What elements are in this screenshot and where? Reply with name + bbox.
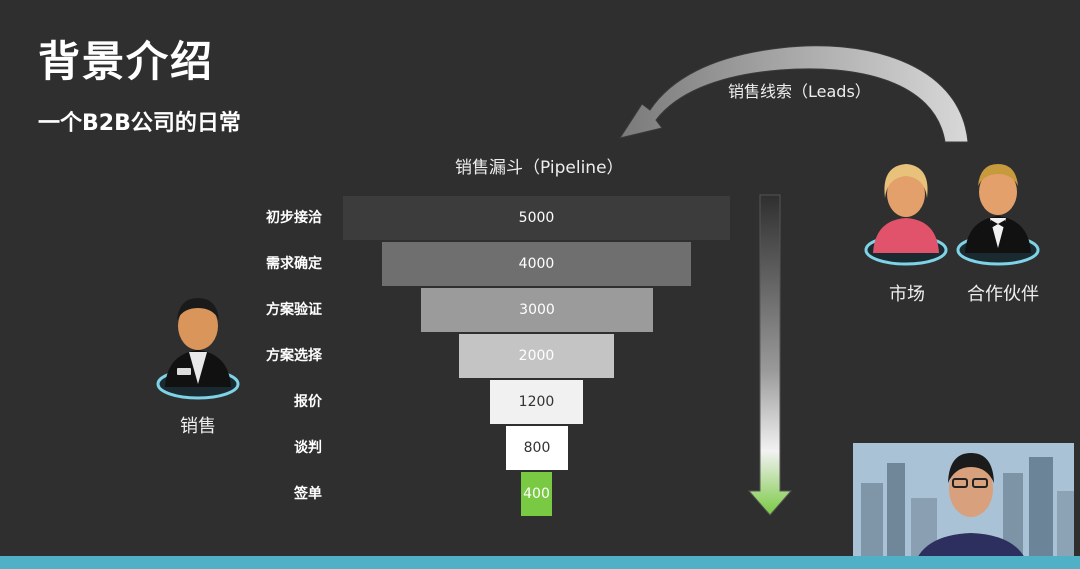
funnel-value: 4000 — [518, 256, 555, 272]
funnel-bar-signed: 400 — [521, 472, 552, 516]
leads-curved-arrow — [618, 45, 969, 143]
funnel-value: 400 — [523, 486, 550, 502]
bottom-accent-strip — [0, 556, 1080, 569]
funnel-value: 800 — [523, 440, 551, 456]
stage-label-quote: 报价 — [294, 394, 322, 410]
stage-label-signed: 签单 — [294, 486, 322, 502]
funnel-value: 3000 — [519, 302, 555, 318]
funnel-bar-needs: 4000 — [382, 242, 691, 286]
role-label-marketing: 市场 — [889, 284, 925, 305]
funnel-value: 1200 — [518, 394, 555, 410]
funnel-value: 2000 — [518, 348, 555, 364]
page-title: 背景介绍 — [38, 37, 215, 86]
funnel-bar-solution-validation: 3000 — [421, 288, 653, 332]
pipeline-title: 销售漏斗（Pipeline） — [455, 158, 624, 178]
funnel-value: 5000 — [518, 210, 555, 226]
stage-label-initial-contact: 初步接洽 — [266, 210, 322, 226]
page-subtitle: 一个B2B公司的日常 — [38, 111, 241, 136]
funnel-bar-quote: 1200 — [490, 380, 583, 424]
salesperson-avatar-icon — [156, 298, 240, 400]
presenter-video-frame — [853, 443, 1074, 569]
funnel-bar-initial-contact: 5000 — [343, 196, 730, 240]
role-label-partner: 合作伙伴 — [967, 284, 1039, 305]
stage-label-needs: 需求确定 — [266, 256, 322, 272]
marketing-avatar-icon — [864, 164, 948, 266]
stage-label-negotiation: 谈判 — [294, 440, 322, 456]
partner-avatar-icon — [956, 164, 1040, 266]
stage-label-solution-validation: 方案验证 — [266, 302, 322, 318]
leads-label: 销售线索（Leads） — [728, 82, 871, 101]
funnel-bar-negotiation: 800 — [506, 426, 568, 470]
presenter-video — [853, 443, 1074, 569]
funnel-bar-solution-selection: 2000 — [459, 334, 614, 378]
down-arrow — [747, 194, 793, 516]
stage-label-solution-selection: 方案选择 — [266, 348, 322, 364]
role-label-sales: 销售 — [180, 416, 216, 437]
